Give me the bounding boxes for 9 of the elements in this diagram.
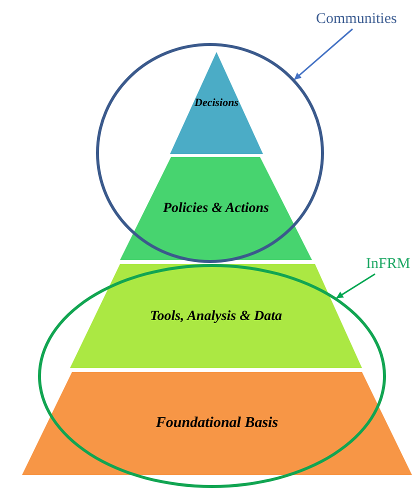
tier-label: Decisions (194, 96, 238, 111)
arrow (336, 273, 376, 299)
arrow (294, 28, 353, 80)
tier-label: Policies & Actions (162, 200, 270, 218)
tier-label: Tools, Analysis & Data (150, 308, 282, 326)
ellipse-outline (96, 43, 324, 263)
tier-label: Foundational Basis (156, 414, 278, 434)
callout-text: InFRM (366, 254, 416, 274)
callout-text: Communities (316, 9, 412, 29)
